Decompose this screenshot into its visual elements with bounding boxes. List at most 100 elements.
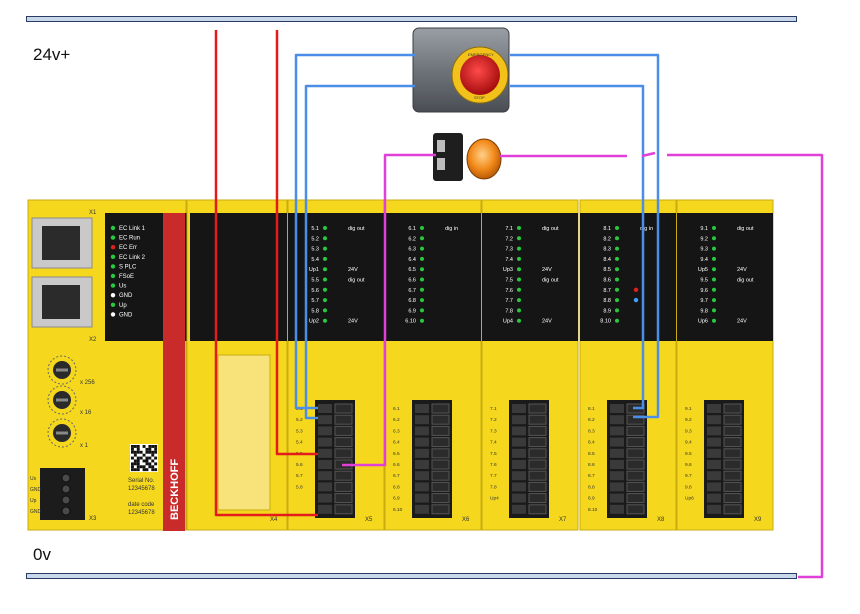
terminal-entry[interactable] <box>723 448 742 459</box>
terminal-entry[interactable] <box>723 437 742 448</box>
terminal-entry[interactable] <box>334 448 353 459</box>
terminal-clamp[interactable] <box>415 493 429 503</box>
terminal-entry[interactable] <box>334 403 353 414</box>
terminal-entry[interactable] <box>626 481 645 492</box>
terminal-entry[interactable] <box>723 459 742 470</box>
terminal-entry[interactable] <box>723 403 742 414</box>
qr-cell <box>133 445 137 448</box>
terminal-clamp[interactable] <box>415 460 429 469</box>
terminal-clamp[interactable] <box>707 482 721 492</box>
terminal-clamp[interactable] <box>318 415 332 425</box>
terminal-entry[interactable] <box>431 493 450 504</box>
terminal-clamp[interactable] <box>318 471 332 481</box>
terminal-entry[interactable] <box>528 425 547 436</box>
terminal-clamp[interactable] <box>610 415 624 425</box>
terminal-clamp[interactable] <box>610 404 624 413</box>
terminal-entry[interactable] <box>334 504 353 515</box>
terminal-entry[interactable] <box>334 414 353 425</box>
terminal-clamp[interactable] <box>318 448 332 458</box>
terminal-clamp[interactable] <box>707 504 721 514</box>
terminal-clamp[interactable] <box>707 460 721 469</box>
terminal-clamp[interactable] <box>707 448 721 458</box>
terminal-clamp[interactable] <box>707 471 721 481</box>
terminal-clamp[interactable] <box>610 482 624 492</box>
terminal-clamp[interactable] <box>512 471 526 481</box>
terminal-entry[interactable] <box>723 493 742 504</box>
terminal-clamp[interactable] <box>610 437 624 447</box>
terminal-entry[interactable] <box>723 414 742 425</box>
terminal-entry[interactable] <box>431 459 450 470</box>
terminal-clamp[interactable] <box>512 426 526 436</box>
terminal-entry[interactable] <box>431 437 450 448</box>
terminal-clamp[interactable] <box>415 426 429 436</box>
terminal-entry[interactable] <box>528 481 547 492</box>
terminal-clamp[interactable] <box>512 493 526 503</box>
terminal-clamp[interactable] <box>610 426 624 436</box>
terminal-clamp[interactable] <box>318 482 332 492</box>
terminal-entry[interactable] <box>626 504 645 515</box>
terminal-clamp[interactable] <box>707 437 721 447</box>
terminal-clamp[interactable] <box>318 460 332 469</box>
terminal-clamp[interactable] <box>512 482 526 492</box>
terminal-clamp[interactable] <box>512 415 526 425</box>
terminal-clamp[interactable] <box>610 448 624 458</box>
terminal-entry[interactable] <box>626 493 645 504</box>
terminal-clamp[interactable] <box>610 504 624 514</box>
terminal-entry[interactable] <box>528 493 547 504</box>
terminal-clamp[interactable] <box>415 482 429 492</box>
terminal-entry[interactable] <box>334 437 353 448</box>
terminal-entry[interactable] <box>528 403 547 414</box>
terminal-entry[interactable] <box>334 425 353 436</box>
terminal-entry[interactable] <box>626 414 645 425</box>
terminal-entry[interactable] <box>626 470 645 481</box>
terminal-entry[interactable] <box>528 414 547 425</box>
terminal-clamp[interactable] <box>707 493 721 503</box>
terminal-entry[interactable] <box>528 459 547 470</box>
terminal-clamp[interactable] <box>512 404 526 413</box>
terminal-clamp[interactable] <box>318 504 332 514</box>
terminal-clamp[interactable] <box>610 471 624 481</box>
terminal-entry[interactable] <box>723 470 742 481</box>
terminal-entry[interactable] <box>431 425 450 436</box>
terminal-entry[interactable] <box>723 504 742 515</box>
terminal-clamp[interactable] <box>318 493 332 503</box>
terminal-clamp[interactable] <box>610 460 624 469</box>
terminal-clamp[interactable] <box>415 471 429 481</box>
terminal-clamp[interactable] <box>707 415 721 425</box>
terminal-entry[interactable] <box>528 448 547 459</box>
terminal-entry[interactable] <box>431 470 450 481</box>
terminal-entry[interactable] <box>431 481 450 492</box>
terminal-entry[interactable] <box>626 448 645 459</box>
terminal-entry[interactable] <box>626 425 645 436</box>
terminal-clamp[interactable] <box>415 448 429 458</box>
terminal-clamp[interactable] <box>318 404 332 413</box>
terminal-clamp[interactable] <box>512 448 526 458</box>
terminal-entry[interactable] <box>334 493 353 504</box>
terminal-entry[interactable] <box>334 481 353 492</box>
terminal-entry[interactable] <box>431 504 450 515</box>
terminal-clamp[interactable] <box>610 493 624 503</box>
terminal-entry[interactable] <box>626 459 645 470</box>
terminal-entry[interactable] <box>528 470 547 481</box>
terminal-clamp[interactable] <box>512 504 526 514</box>
terminal-entry[interactable] <box>723 425 742 436</box>
terminal-clamp[interactable] <box>318 426 332 436</box>
terminal-entry[interactable] <box>431 414 450 425</box>
terminal-clamp[interactable] <box>512 460 526 469</box>
terminal-entry[interactable] <box>334 470 353 481</box>
terminal-entry[interactable] <box>528 437 547 448</box>
terminal-clamp[interactable] <box>707 426 721 436</box>
terminal-clamp[interactable] <box>415 504 429 514</box>
terminal-entry[interactable] <box>528 504 547 515</box>
terminal-clamp[interactable] <box>318 437 332 447</box>
terminal-clamp[interactable] <box>415 437 429 447</box>
terminal-entry[interactable] <box>723 481 742 492</box>
terminal-entry[interactable] <box>431 448 450 459</box>
terminal-clamp[interactable] <box>415 415 429 425</box>
terminal-entry[interactable] <box>626 437 645 448</box>
terminal-clamp[interactable] <box>512 437 526 447</box>
terminal-clamp[interactable] <box>415 404 429 413</box>
terminal-clamp[interactable] <box>707 404 721 413</box>
terminal-entry[interactable] <box>431 403 450 414</box>
